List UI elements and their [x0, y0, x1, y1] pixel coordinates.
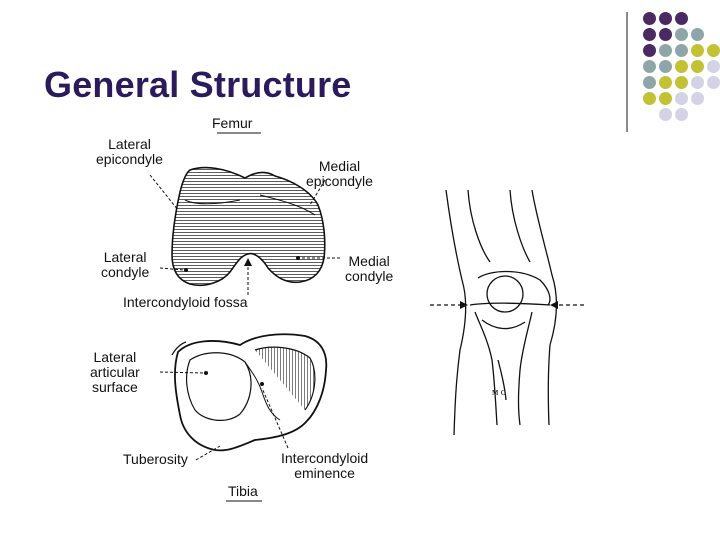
label-intercondyloid-eminence: Intercondyloid eminence [281, 450, 369, 481]
dot [643, 60, 656, 73]
dot [659, 44, 672, 57]
leader-arrowheads [244, 258, 252, 266]
label-intercondyloid-fossa: Intercondyloid fossa [123, 294, 248, 310]
label-lateral-articular-surface: Lateral articular surface [90, 349, 140, 395]
label-lateral-condyle: Lateral condyle [101, 249, 150, 280]
dot [675, 76, 688, 89]
leader-lines [149, 174, 340, 461]
dot [707, 60, 720, 73]
dot [659, 76, 672, 89]
dot [675, 44, 688, 57]
knee-anterior-drawing: ᴍ ᴄ [430, 189, 585, 436]
dot [659, 92, 672, 105]
knee-arrowheads [460, 301, 558, 309]
dot [675, 12, 688, 25]
decorative-divider [626, 12, 628, 132]
slide-title: General Structure [44, 64, 352, 105]
dot [675, 108, 688, 121]
dot [691, 92, 704, 105]
dot [643, 12, 656, 25]
label-femur: Femur [212, 115, 253, 131]
tibia-drawing [171, 333, 328, 452]
dot [691, 28, 704, 41]
label-lateral-epicondyle: Lateral epicondyle [96, 136, 163, 167]
dot [691, 60, 704, 73]
label-tuberosity: Tuberosity [123, 451, 188, 467]
dot [643, 76, 656, 89]
dot [659, 12, 672, 25]
dot [659, 108, 672, 121]
dot [675, 28, 688, 41]
label-medial-condyle: Medial condyle [345, 253, 394, 284]
dot [659, 60, 672, 73]
label-medial-epicondyle: Medial epicondyle [306, 158, 373, 189]
femur-drawing [171, 166, 326, 287]
dot [643, 28, 656, 41]
dot [707, 76, 720, 89]
dot [643, 92, 656, 105]
label-tibia: Tibia [228, 483, 258, 499]
dot [691, 76, 704, 89]
dot [707, 44, 720, 57]
dot [691, 44, 704, 57]
dot [675, 92, 688, 105]
handwritten-mark: ᴍ ᴄ [492, 387, 506, 398]
dot [675, 60, 688, 73]
dot [643, 44, 656, 57]
dot [659, 28, 672, 41]
decorative-dot-grid [640, 12, 720, 122]
